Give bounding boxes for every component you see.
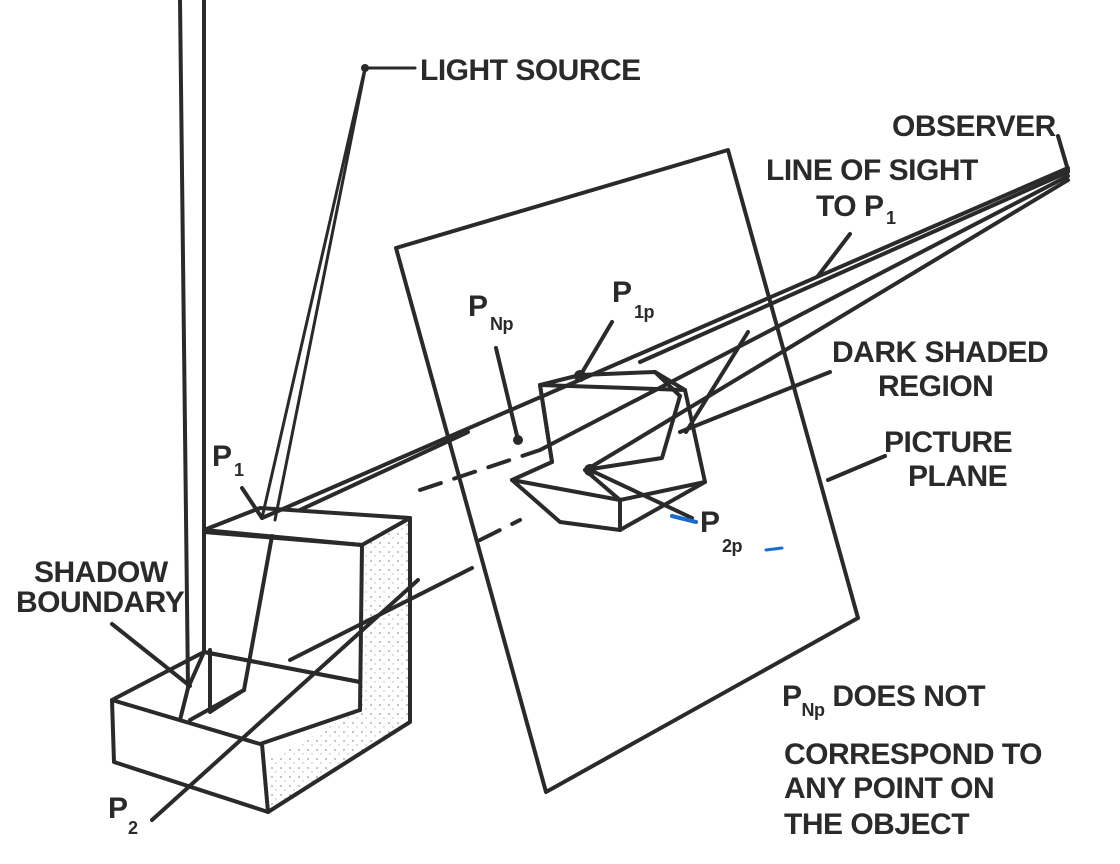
picture-plane <box>394 148 860 794</box>
shadow-boundary-label-1: SHADOW <box>34 556 169 589</box>
p-1p-label: P <box>612 276 632 309</box>
light-source-label: LIGHT SOURCE <box>420 54 641 87</box>
line-of-sight-label-2: TO P <box>816 190 883 223</box>
p-2p-subscript: 2p <box>722 536 743 556</box>
l-shaped-object <box>110 0 412 814</box>
line-of-sight-subscript: 1 <box>886 208 896 228</box>
note-line-3: ANY POINT ON <box>784 772 994 805</box>
p1-label: P <box>212 440 232 473</box>
picture-plane-label-2: PLANE <box>908 460 1007 493</box>
dark-shaded-label-2: REGION <box>878 370 993 403</box>
p2-label: P <box>108 792 128 825</box>
projected-point-leaders <box>494 134 1070 552</box>
projector-lines <box>150 166 1070 822</box>
note-line-1: PNp DOES NOT <box>782 680 985 720</box>
p2-subscript: 2 <box>128 818 138 838</box>
observer-label: OBSERVER <box>892 110 1057 143</box>
light-source-leader <box>260 64 417 522</box>
dark-shaded-label-1: DARK SHADED <box>832 336 1048 369</box>
p-np-subscript: Np <box>490 314 513 334</box>
picture-plane-label-1: PICTURE <box>884 426 1012 459</box>
line-of-sight-label-1: LINE OF SIGHT <box>766 154 978 187</box>
p-2p-label: P <box>700 506 720 539</box>
note-line-2: CORRESPOND TO <box>784 738 1042 771</box>
p-np-label: P <box>468 290 488 323</box>
p-1p-subscript: 1p <box>634 302 655 322</box>
note-line-4: THE OBJECT <box>784 808 969 841</box>
p1-subscript: 1 <box>234 460 244 480</box>
shadow-boundary-label-2: BOUNDARY <box>16 586 185 619</box>
